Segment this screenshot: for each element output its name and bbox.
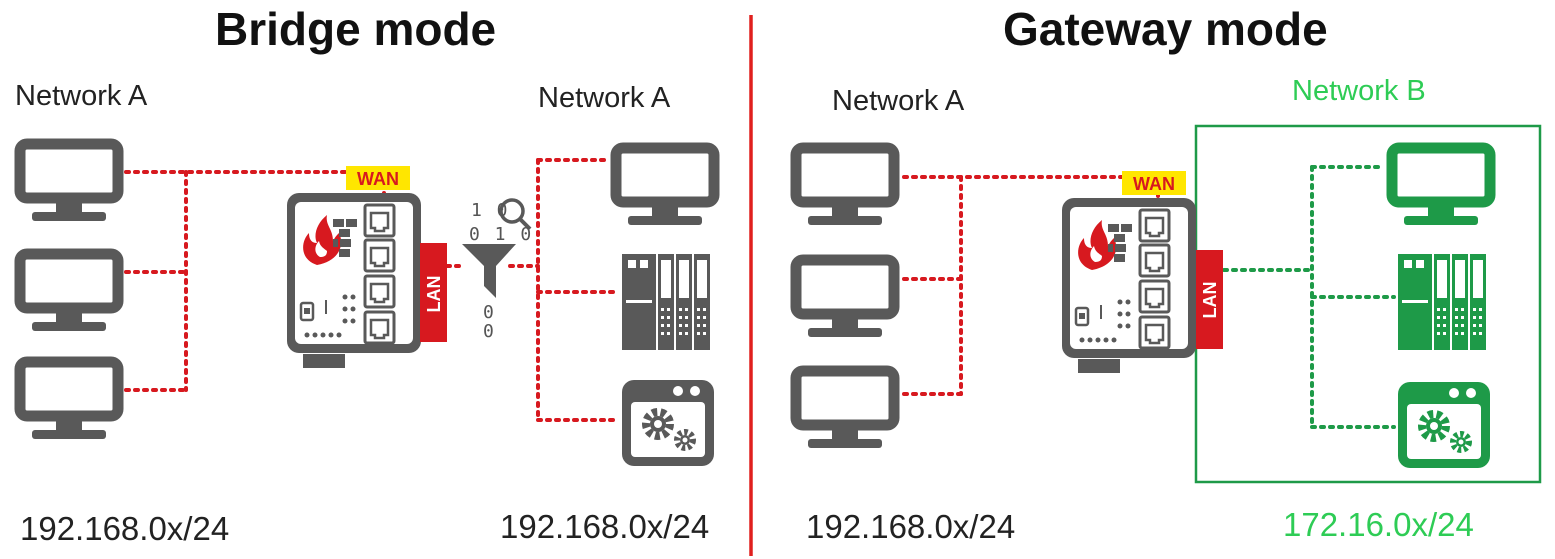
gateway-right-subnet: 172.16.0x/24: [1283, 506, 1474, 543]
filter-bits-bottom-1: 0: [483, 302, 496, 323]
bridge-right-network-label: Network A: [538, 82, 671, 114]
gateway-lan-tag-label: LAN: [1200, 282, 1220, 319]
gateway-links-green: [1222, 165, 1396, 429]
wan-tag-label: WAN: [357, 169, 399, 189]
gateway-mode-title: Gateway mode: [1003, 3, 1328, 55]
bridge-mode-title: Bridge mode: [215, 3, 497, 55]
gateway-lan-tag: LAN: [1196, 250, 1223, 349]
gateway-right-network-label: Network B: [1292, 75, 1426, 107]
gateway-firewall-device: [1062, 198, 1196, 373]
filter-bits-top: 1 0: [471, 200, 510, 221]
filter-funnel-icon: [462, 244, 516, 298]
gateway-left-subnet: 192.168.0x/24: [806, 508, 1016, 545]
filter-bits-bottom-2: 0: [483, 321, 496, 342]
desktop-monitor-icon: [20, 362, 118, 439]
desktop-monitor-icon: [616, 148, 714, 225]
settings-window-icon: [622, 380, 714, 466]
firewall-device: [287, 193, 421, 368]
gateway-left-network-label: Network A: [832, 85, 965, 117]
desktop-monitor-icon: [20, 254, 118, 331]
wan-tag: WAN: [346, 166, 410, 190]
filter-bits-mid: 0 1 0: [469, 224, 533, 245]
desktop-monitor-icon: [796, 148, 894, 225]
desktop-monitor-icon: [1392, 148, 1490, 225]
magnifier-icon: [499, 198, 532, 231]
bridge-left-network-label: Network A: [15, 80, 148, 112]
gateway-wan-tag-label: WAN: [1133, 174, 1175, 194]
plc-module-icon: [622, 254, 710, 350]
bridge-right-subnet: 192.168.0x/24: [500, 508, 710, 545]
settings-window-icon: [1398, 382, 1490, 468]
gateway-wan-tag: WAN: [1122, 171, 1186, 195]
desktop-monitor-icon: [796, 371, 894, 448]
plc-module-icon: [1398, 254, 1486, 350]
lan-tag: LAN: [420, 243, 447, 342]
bridge-left-subnet: 192.168.0x/24: [20, 510, 230, 547]
lan-tag-label: LAN: [424, 276, 444, 313]
desktop-monitor-icon: [796, 260, 894, 337]
desktop-monitor-icon: [20, 144, 118, 221]
